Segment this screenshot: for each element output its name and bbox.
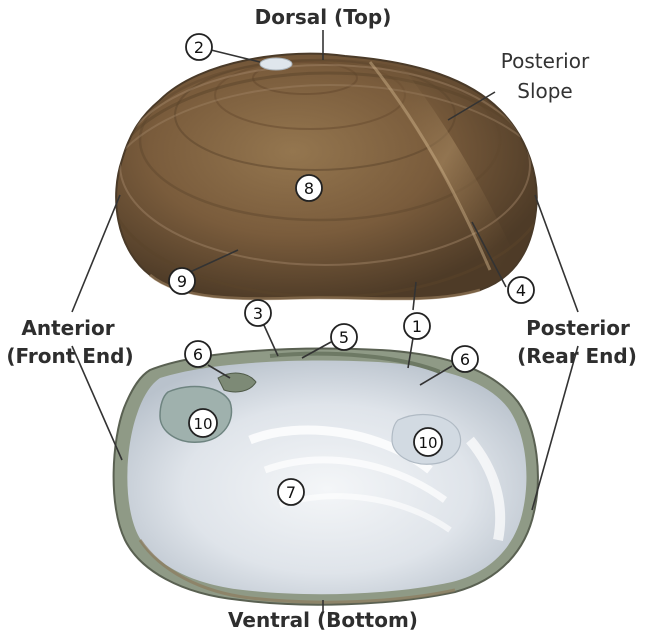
anterior-label-line1: Anterior — [21, 316, 114, 340]
callout-5: 5 — [331, 324, 357, 350]
callout-8: 8 — [296, 175, 322, 201]
posterior-slope-label-line2: Slope — [517, 79, 573, 103]
callout-4-text: 4 — [516, 281, 526, 300]
callout-10-anterior: 10 — [189, 409, 217, 437]
callout-1: 1 — [404, 313, 430, 339]
callout-7: 7 — [278, 479, 304, 505]
ventral-label: Ventral (Bottom) — [228, 608, 418, 632]
callout-6-posterior: 6 — [452, 346, 478, 372]
callout-5-text: 5 — [339, 328, 349, 347]
callout-9-text: 9 — [177, 272, 187, 291]
callout-10b-text: 10 — [418, 434, 437, 452]
callout-6a-text: 6 — [193, 345, 203, 364]
callout-1-text: 1 — [412, 317, 422, 336]
callout-4: 4 — [508, 277, 534, 303]
callout-6-anterior: 6 — [185, 341, 211, 367]
callout-2: 2 — [186, 34, 212, 60]
anterior-label-line2: (Front End) — [6, 344, 133, 368]
dorsal-label: Dorsal (Top) — [255, 5, 392, 29]
posterior-slope-label-line1: Posterior — [501, 49, 590, 73]
inner-shell — [114, 349, 538, 605]
callout-10a-text: 10 — [193, 415, 212, 433]
callout-9: 9 — [169, 268, 195, 294]
callout-7-text: 7 — [286, 483, 296, 502]
posterior-label-line1: Posterior — [526, 316, 630, 340]
umbo-spot — [260, 58, 292, 70]
callout-3: 3 — [245, 300, 271, 326]
posterior-label-line2: (Rear End) — [517, 344, 637, 368]
callout-3-text: 3 — [253, 304, 263, 323]
callout-8-text: 8 — [304, 179, 314, 198]
callout-10-posterior: 10 — [414, 428, 442, 456]
callout-2-text: 2 — [194, 38, 204, 57]
callout-6b-text: 6 — [460, 350, 470, 369]
